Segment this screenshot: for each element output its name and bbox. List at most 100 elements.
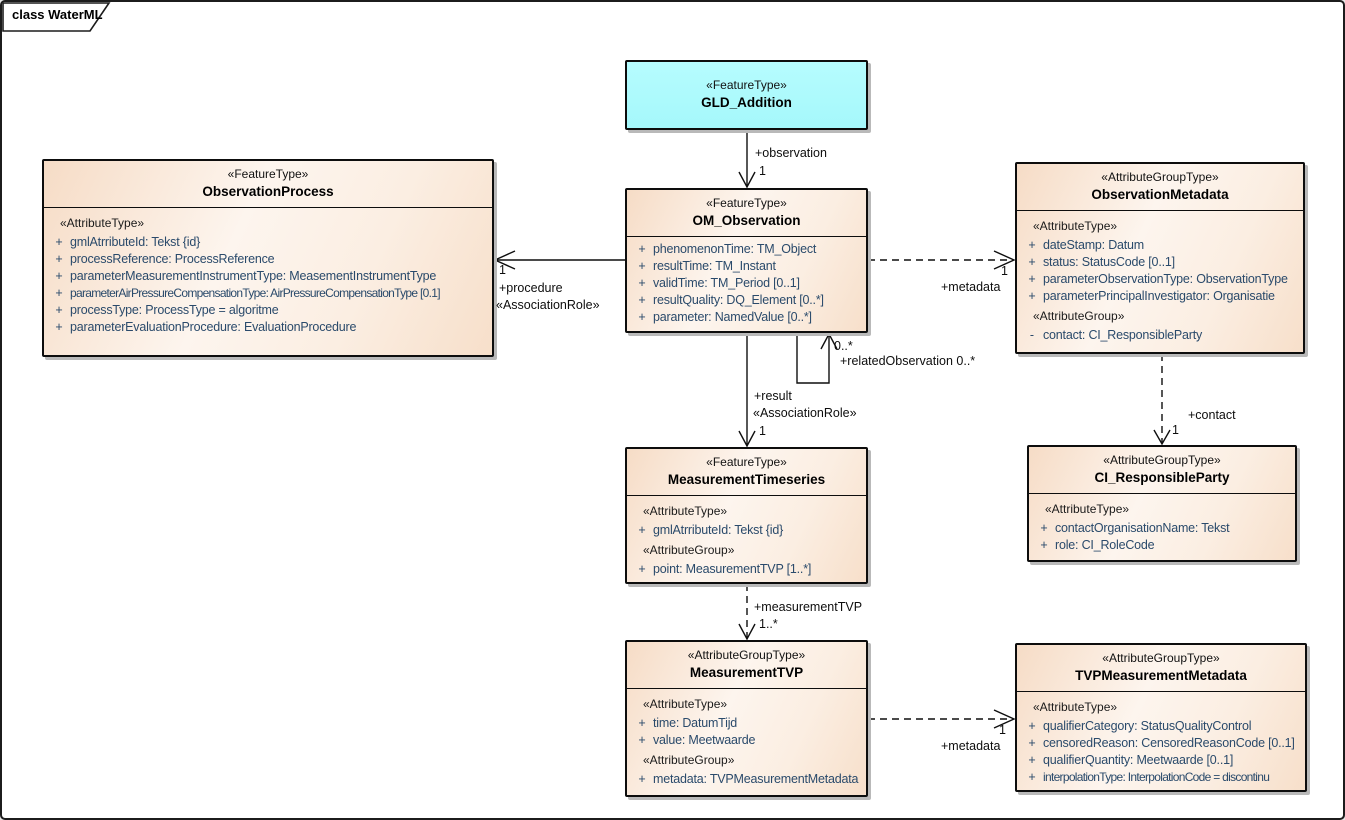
attribute-row: +status: StatusCode [0..1] xyxy=(1028,255,1175,269)
edge-multiplicity-label: 1..* xyxy=(759,617,778,631)
class-observationprocess[interactable]: «FeatureType» ObservationProcess «Attrib… xyxy=(42,159,494,357)
class-name: ObservationMetadata xyxy=(1091,187,1229,202)
class-header: «AttributeGroupType» ObservationMetadata xyxy=(1017,164,1303,211)
attribute-row: +time: DatumTijd xyxy=(638,716,738,730)
attribute-row: +phenomenonTime: TM_Object xyxy=(638,242,817,256)
edge-role-label: +metadata xyxy=(941,739,1001,753)
class-observationmetadata[interactable]: «AttributeGroupType» ObservationMetadata… xyxy=(1015,162,1305,354)
attribute-row: +parameterMeasurementInstrumentType: Mea… xyxy=(55,269,437,283)
attribute-group-label: «AttributeType» xyxy=(1033,219,1118,233)
attribute-row: +parameterEvaluationProcedure: Evaluatio… xyxy=(55,320,357,334)
open-arrow-down-icon xyxy=(1153,429,1171,446)
attribute-row: +qualifierCategory: StatusQualityControl xyxy=(1028,719,1252,733)
open-arrow-up-icon xyxy=(820,332,838,350)
class-name: TVPMeasurementMetadata xyxy=(1075,668,1247,683)
attribute-row: +dateStamp: Datum xyxy=(1028,238,1145,252)
attribute-row: +role: CI_RoleCode xyxy=(1040,538,1155,552)
edge-role-label: +contact xyxy=(1188,408,1236,422)
attribute-row: +gmlAtrributeId: Tekst {id} xyxy=(638,523,784,537)
attribute-group-label: «AttributeType» xyxy=(1045,502,1130,516)
attribute-row: +metadata: TVPMeasurementMetadata xyxy=(638,772,859,786)
open-arrow-down-icon xyxy=(738,171,756,189)
attribute-group-label: «AttributeGroup» xyxy=(643,753,735,767)
class-stereotype: «FeatureType» xyxy=(227,167,309,181)
attribute-row: +parameterAirPressureCompensationType: A… xyxy=(55,286,440,300)
edge-multiplicity-label: 1 xyxy=(759,164,766,178)
class-tvpmeasurementmetadata[interactable]: «AttributeGroupType» TVPMeasurementMetad… xyxy=(1015,643,1307,792)
attribute-row: +gmlAtrributeId: Tekst {id} xyxy=(55,235,201,249)
class-header: «FeatureType» MeasurementTimeseries xyxy=(627,449,866,496)
open-arrow-right-icon xyxy=(993,709,1016,729)
attribute-row: +processReference: ProcessReference xyxy=(55,252,275,266)
class-stereotype: «AttributeGroupType» xyxy=(1102,651,1220,665)
class-header: «AttributeGroupType» MeasurementTVP xyxy=(627,642,866,689)
frame-tab-label: class WaterML xyxy=(12,7,103,22)
attribute-group-label: «AttributeType» xyxy=(1033,700,1118,714)
attribute-row: +parameterObservationType: ObservationTy… xyxy=(1028,272,1288,286)
open-arrow-down-icon xyxy=(738,623,756,641)
class-header: «AttributeGroupType» CI_ResponsibleParty xyxy=(1029,447,1295,494)
attribute-row: +validTime: TM_Period [0..1] xyxy=(638,276,800,290)
attribute-compartment: «AttributeType» +contactOrganisationName… xyxy=(1029,494,1295,556)
class-om-observation[interactable]: «FeatureType» OM_Observation +phenomenon… xyxy=(625,188,868,333)
edge-multiplicity-label: 1 xyxy=(759,424,766,438)
attribute-row: +qualifierQuantity: Meetwaarde [0..1] xyxy=(1028,753,1234,767)
frame-tab xyxy=(2,2,111,32)
class-name: CI_ResponsibleParty xyxy=(1094,470,1230,485)
class-name: OM_Observation xyxy=(692,213,801,228)
attribute-row: +contactOrganisationName: Tekst xyxy=(1040,521,1230,535)
attribute-compartment: «AttributeType» +qualifierCategory: Stat… xyxy=(1017,692,1305,788)
edge-role-label: +measurementTVP xyxy=(754,600,863,614)
attribute-row: +censoredReason: CensoredReasonCode [0..… xyxy=(1028,736,1295,750)
class-stereotype: «FeatureType» xyxy=(706,455,787,469)
class-header: «FeatureType» GLD_Addition xyxy=(627,62,866,128)
attribute-row: +resultQuality: DQ_Element [0..*] xyxy=(638,293,824,307)
class-name: MeasurementTimeseries xyxy=(667,472,826,487)
attribute-group-label: «AttributeType» xyxy=(60,216,145,230)
attribute-row: -contact: CI_ResponsibleParty xyxy=(1029,328,1203,342)
class-stereotype: «FeatureType» xyxy=(706,78,787,92)
attribute-row: +point: MeasurementTVP [1..*] xyxy=(638,562,812,576)
edge-multiplicity-label: 1 xyxy=(1001,264,1008,278)
class-stereotype: «AttributeGroupType» xyxy=(1103,453,1221,467)
edge-multiplicity-label: 0..* xyxy=(834,339,853,353)
attribute-compartment: +phenomenonTime: TM_Object +resultTime: … xyxy=(627,237,866,328)
edge-multiplicity-label: 1 xyxy=(1172,423,1179,437)
open-arrow-left-icon xyxy=(493,250,516,270)
class-header: «AttributeGroupType» TVPMeasurementMetad… xyxy=(1017,645,1305,692)
attribute-row: +processType: ProcessType = algoritme xyxy=(55,303,279,317)
edge-multiplicity-label: 1 xyxy=(999,723,1006,737)
attribute-group-label: «AttributeGroup» xyxy=(643,543,735,557)
class-name: ObservationProcess xyxy=(202,184,334,199)
edge-om-self-loop-line xyxy=(796,333,830,384)
class-measurementtvp[interactable]: «AttributeGroupType» MeasurementTVP «Att… xyxy=(625,640,868,797)
attribute-row: +value: Meetwaarde xyxy=(638,733,756,747)
class-stereotype: «AttributeGroupType» xyxy=(687,648,806,662)
edge-stereotype-label: «AssociationRole» xyxy=(496,298,600,312)
attribute-row: +parameterPrincipalInvestigator: Organis… xyxy=(1028,289,1275,303)
class-name: MeasurementTVP xyxy=(689,665,804,680)
class-stereotype: «AttributeGroupType» xyxy=(1101,170,1219,184)
attribute-group-label: «AttributeGroup» xyxy=(1033,309,1125,323)
edge-role-label: +observation xyxy=(755,146,827,160)
edge-role-label: +result xyxy=(754,389,792,403)
class-header: «FeatureType» OM_Observation xyxy=(627,190,866,237)
open-arrow-right-icon xyxy=(993,250,1016,270)
attribute-compartment: «AttributeType» +dateStamp: Datum +statu… xyxy=(1017,211,1303,346)
attribute-compartment: «AttributeType» +gmlAtrributeId: Tekst {… xyxy=(627,496,866,580)
class-measurementtimeseries[interactable]: «FeatureType» MeasurementTimeseries «Att… xyxy=(625,447,868,584)
class-ci-responsibleparty[interactable]: «AttributeGroupType» CI_ResponsibleParty… xyxy=(1027,445,1297,562)
edge-stereotype-label: «AssociationRole» xyxy=(753,406,857,420)
attribute-row: +interpolationType: InterpolationCode = … xyxy=(1028,770,1270,784)
attribute-group-label: «AttributeType» xyxy=(643,697,728,711)
edge-role-label: +procedure xyxy=(499,281,563,295)
class-gld-addition[interactable]: «FeatureType» GLD_Addition xyxy=(625,60,868,130)
attribute-row: +parameter: NamedValue [0..*] xyxy=(638,310,812,324)
class-name: GLD_Addition xyxy=(701,95,792,110)
class-stereotype: «FeatureType» xyxy=(706,196,787,210)
edge-role-label: +metadata xyxy=(941,280,1001,294)
attribute-group-label: «AttributeType» xyxy=(643,504,728,518)
open-arrow-down-icon xyxy=(738,430,756,448)
